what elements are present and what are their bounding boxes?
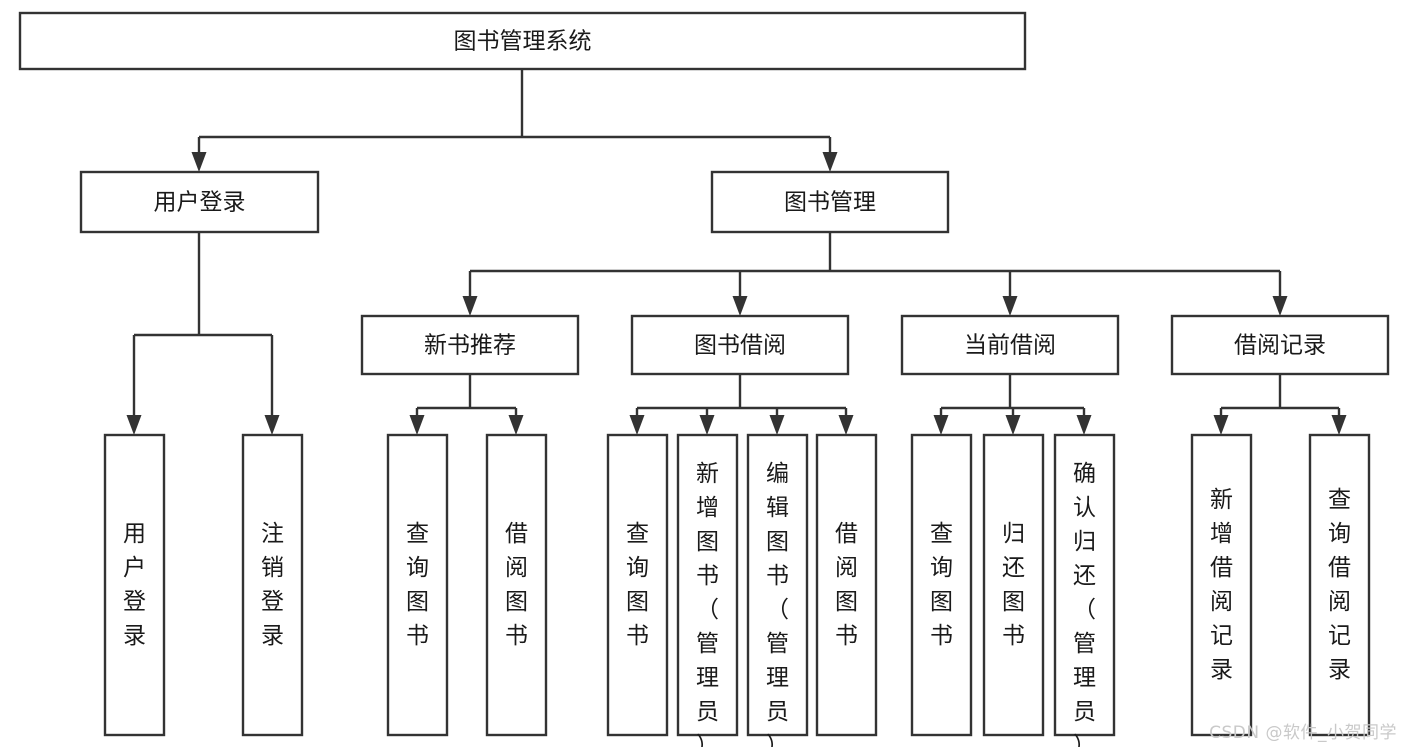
- node-leaf-logout[interactable]: 注销登录: [241, 433, 304, 737]
- node-label: 新增借阅记录: [1210, 487, 1233, 683]
- arrow-head-icon: [769, 415, 785, 435]
- arrow-head-icon: [409, 415, 425, 435]
- arrow-head-icon: [264, 415, 280, 435]
- node-root[interactable]: 图书管理系统: [18, 11, 1027, 71]
- connector-group: [191, 69, 838, 172]
- arrow-head-icon: [838, 415, 854, 435]
- connector-group: [1213, 374, 1347, 435]
- arrow-head-icon: [699, 415, 715, 435]
- node-label: 用户登录: [123, 521, 146, 649]
- connector-group: [629, 374, 854, 435]
- node-label: 图书管理系统: [454, 29, 592, 55]
- node-leaf-query-book-borrow[interactable]: 查询图书: [606, 433, 669, 737]
- node-book-manage[interactable]: 图书管理: [710, 170, 950, 234]
- node-label: 借阅图书: [835, 521, 858, 649]
- node-leaf-query-book-cur[interactable]: 查询图书: [910, 433, 973, 737]
- connector-group: [126, 232, 280, 435]
- node-box: [241, 433, 304, 737]
- arrow-head-icon: [126, 415, 142, 435]
- node-label: 查询图书: [930, 521, 953, 649]
- arrow-head-icon: [732, 296, 748, 316]
- node-box: [1170, 314, 1390, 376]
- node-label: 图书管理: [784, 190, 876, 216]
- node-box: [910, 433, 973, 737]
- node-label: 查询借阅记录: [1328, 487, 1351, 683]
- connector-layer: [126, 69, 1347, 435]
- node-label: 归还图书: [1002, 521, 1025, 649]
- node-box: [1308, 433, 1371, 737]
- node-box: [386, 433, 449, 737]
- arrow-head-icon: [508, 415, 524, 435]
- arrow-head-icon: [462, 296, 478, 316]
- node-new-book-rec[interactable]: 新书推荐: [360, 314, 580, 376]
- node-leaf-add-record[interactable]: 新增借阅记录: [1190, 433, 1253, 737]
- arrow-head-icon: [1076, 415, 1092, 435]
- node-leaf-query-record[interactable]: 查询借阅记录: [1308, 433, 1371, 737]
- arrow-head-icon: [1002, 296, 1018, 316]
- connector-group: [933, 374, 1092, 435]
- node-box: [1053, 433, 1116, 737]
- node-leaf-borrow-book-rec[interactable]: 借阅图书: [485, 433, 548, 737]
- node-label: 图书借阅: [694, 333, 786, 359]
- node-box: [79, 170, 320, 234]
- node-current-borrow[interactable]: 当前借阅: [900, 314, 1120, 376]
- node-box: [900, 314, 1120, 376]
- node-book-borrow[interactable]: 图书借阅: [630, 314, 850, 376]
- node-leaf-confirm-return[interactable]: 确认归还（管理员）: [1053, 433, 1116, 747]
- node-label: 借阅记录: [1234, 333, 1326, 359]
- node-label: 编辑图书（管理员）: [766, 461, 789, 747]
- node-box: [982, 433, 1045, 737]
- arrow-head-icon: [933, 415, 949, 435]
- arrow-head-icon: [1005, 415, 1021, 435]
- arrow-head-icon: [1213, 415, 1229, 435]
- node-box: [630, 314, 850, 376]
- node-leaf-return-book[interactable]: 归还图书: [982, 433, 1045, 737]
- node-box: [746, 433, 809, 737]
- node-label: 确认归还（管理员）: [1073, 461, 1096, 747]
- node-user-login[interactable]: 用户登录: [79, 170, 320, 234]
- node-label: 用户登录: [154, 190, 246, 216]
- arrow-head-icon: [822, 152, 838, 172]
- node-leaf-query-book-rec[interactable]: 查询图书: [386, 433, 449, 737]
- node-leaf-edit-book[interactable]: 编辑图书（管理员）: [746, 433, 809, 747]
- node-borrow-record[interactable]: 借阅记录: [1170, 314, 1390, 376]
- arrow-head-icon: [1331, 415, 1347, 435]
- arrow-head-icon: [191, 152, 207, 172]
- connector-group: [462, 232, 1288, 316]
- node-layer: 图书管理系统用户登录图书管理新书推荐图书借阅当前借阅借阅记录用户登录注销登录查询…: [18, 11, 1390, 747]
- node-label: 新增图书（管理员）: [696, 461, 719, 747]
- node-box: [360, 314, 580, 376]
- arrow-head-icon: [629, 415, 645, 435]
- node-label: 查询图书: [626, 521, 649, 649]
- node-label: 查询图书: [406, 521, 429, 649]
- node-box: [606, 433, 669, 737]
- node-leaf-user-login[interactable]: 用户登录: [103, 433, 166, 737]
- node-leaf-add-book[interactable]: 新增图书（管理员）: [676, 433, 739, 747]
- node-leaf-borrow-book[interactable]: 借阅图书: [815, 433, 878, 737]
- node-label: 新书推荐: [424, 333, 516, 359]
- node-box: [18, 11, 1027, 71]
- node-box: [485, 433, 548, 737]
- node-box: [1190, 433, 1253, 737]
- node-label: 注销登录: [261, 521, 284, 649]
- arrow-head-icon: [1272, 296, 1288, 316]
- node-box: [103, 433, 166, 737]
- node-box: [676, 433, 739, 737]
- connector-group: [409, 374, 524, 435]
- node-label: 当前借阅: [964, 333, 1056, 359]
- node-label: 借阅图书: [505, 521, 528, 649]
- node-box: [815, 433, 878, 737]
- node-box: [710, 170, 950, 234]
